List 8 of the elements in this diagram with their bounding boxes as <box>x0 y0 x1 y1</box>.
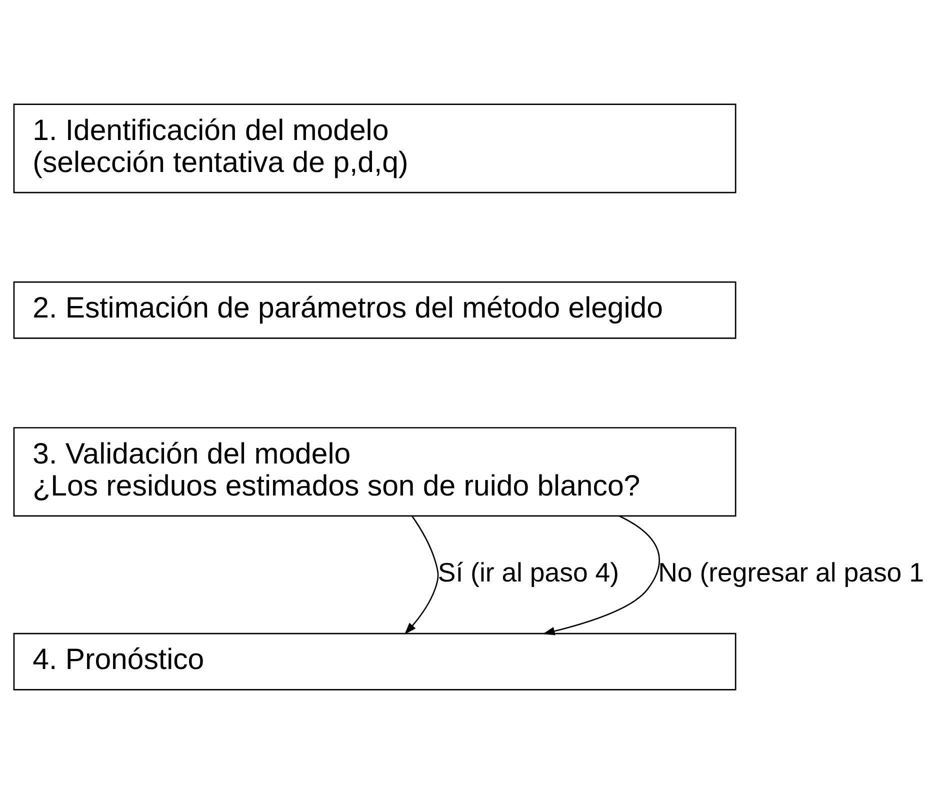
edge-label: Sí (ir al paso 4) <box>438 557 620 588</box>
node-box: 4. Pronóstico <box>13 632 736 690</box>
arrow <box>542 515 660 636</box>
edge-label: No (regresar al paso 1 <box>658 557 924 588</box>
node-box: 2. Estimación de parámetros del método elegido <box>13 281 736 339</box>
arrow <box>404 516 439 634</box>
node-box: 1. Identificación del modelo (selección tentativa de p,d,q) <box>13 104 736 194</box>
node-box: 3. Validación del modelo ¿Los residuos estimados son de ruido blanco? <box>13 427 736 517</box>
